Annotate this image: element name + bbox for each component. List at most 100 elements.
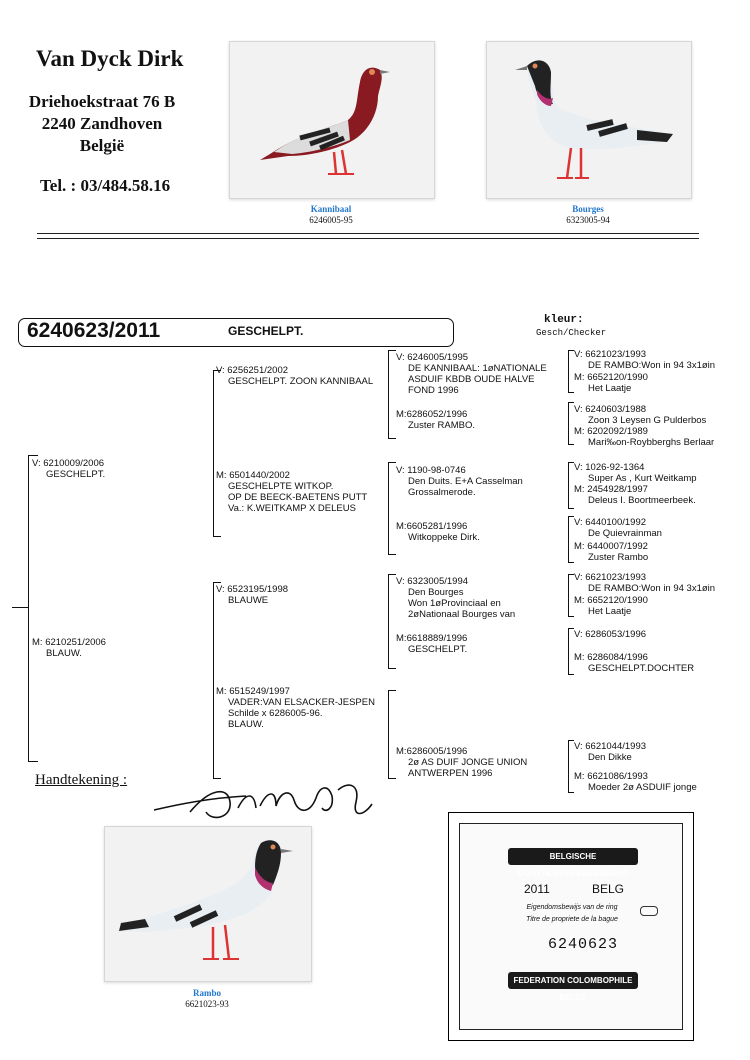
ownership-card: BELGISCHE DUIVENLIEFHEBBERSBOND 2011 BEL… (448, 812, 694, 1041)
grandparent-4: M: 6515249/1997 VADER:VAN ELSACKER-JESPE… (216, 686, 375, 730)
grandparent-2: M: 6501440/2002 GESCHELPTE WITKOP. OP DE… (216, 470, 367, 514)
entry-prefix: M: (574, 426, 585, 437)
entry-ring: 6210251/2006 (45, 637, 106, 648)
entry-ring: 6440007/1992 (587, 541, 648, 552)
entry-prefix: M: (396, 633, 407, 644)
bracket-line (213, 582, 214, 778)
bracket-line (568, 628, 574, 629)
photo-kannibaal-ring: 6246005-95 (309, 215, 353, 225)
entry-prefix: M: (574, 652, 585, 663)
divider-line (37, 238, 699, 239)
great-grandparent-6: M:6618889/1996 GESCHELPT. (396, 633, 467, 655)
bracket-line (568, 444, 574, 445)
entry-prefix: V: (216, 584, 225, 595)
entry-prefix: V: (574, 572, 583, 583)
entry-ring: 6621023/1993 (585, 349, 647, 360)
pigeon-image (260, 67, 390, 175)
entry-prefix: V: (396, 576, 405, 587)
bracket-line (213, 778, 221, 779)
photo-kannibaal (229, 41, 435, 199)
pigeon-ring-number: 6240623/2011 (27, 319, 161, 342)
entry-ring: 6256251/2002 (227, 365, 289, 376)
entry-line: OP DE BEECK-BAETENS PUTT (228, 492, 368, 503)
bracket-line (388, 554, 396, 555)
entry-line: 2ø AS DUIF JONGE UNION (408, 757, 528, 768)
entry-line: Super As , Kurt Weitkamp (588, 473, 697, 484)
entry-line: GESCHELPT.DOCHTER (588, 663, 695, 674)
owner-city: 2240 Zandhoven (41, 114, 163, 133)
kleur-value: Gesch/Checker (536, 328, 607, 338)
entry-ring: 6515249/1997 (229, 686, 290, 697)
photo-rambo-name: Rambo (192, 988, 221, 998)
entry-prefix: V: (396, 352, 405, 363)
card-banner-top: BELGISCHE DUIVENLIEFHEBBERSBOND (508, 848, 638, 878)
pigeon-color: GESCHELPT. (228, 324, 304, 338)
bracket-line (28, 455, 29, 761)
entry-line: DE KANNIBAAL: 1øNATIONALE (408, 363, 547, 374)
entry-ring: 6440100/1992 (585, 517, 647, 528)
entry-prefix: M: (574, 541, 585, 552)
entry-ring: 6621023/1993 (585, 572, 647, 583)
owner-street: Driehoekstraat 76 B (28, 92, 176, 111)
owner-name: Van Dyck Dirk (36, 46, 184, 71)
grandparent-3: V: 6523195/1998 BLAUWE (216, 584, 288, 606)
entry-line: Den Bourges (408, 587, 464, 598)
bracket-line (568, 462, 574, 463)
entry-prefix: V: (574, 349, 583, 360)
entry-prefix: V: (574, 629, 583, 640)
bracket-line (568, 574, 574, 575)
entry-prefix: M: (574, 484, 585, 495)
entry-line: Den Dikke (588, 752, 632, 763)
divider-line (37, 233, 699, 234)
bracket-line (568, 350, 574, 351)
bracket-line (568, 616, 574, 617)
entry-line: ANTWERPEN 1996 (408, 768, 493, 779)
entry-line: BLAUWE (228, 595, 269, 606)
bracket-line (568, 350, 569, 392)
bracket-line (568, 516, 569, 562)
entry-line: ASDUIF KBDB OUDE HALVE (408, 374, 535, 385)
bracket-line (568, 508, 574, 509)
pigeon-image (515, 60, 673, 179)
ring-icon (640, 906, 658, 916)
bracket-line (388, 668, 396, 669)
bracket-line (568, 562, 574, 563)
gen4-11: V: 6286053/1996 (574, 629, 646, 640)
bracket-line (388, 350, 396, 351)
entry-prefix: V: (574, 741, 583, 752)
photo-kannibaal-name: Kannibaal (310, 204, 352, 214)
bracket-line (568, 392, 574, 393)
entry-prefix: M: (396, 409, 407, 420)
entry-line: FOND 1996 (408, 385, 459, 396)
bracket-line (388, 574, 389, 668)
entry-ring: 6523195/1998 (227, 584, 289, 595)
entry-line: Zoon 3 Leysen G Pulderbos (588, 415, 707, 426)
bracket-line (388, 350, 389, 438)
card-country: BELG (592, 882, 625, 896)
entry-prefix: M: (574, 771, 585, 782)
bracket-line (568, 740, 569, 792)
great-grandparent-5: V: 6323005/1994 Den Bourges Won 1øProvin… (396, 576, 515, 620)
bracket-line (568, 402, 574, 403)
entry-ring: 6323005/1994 (407, 576, 469, 587)
great-grandparent-3: V: 1190-98-0746 Den Duits. E+A Casselman… (396, 465, 523, 498)
entry-prefix: V: (32, 458, 41, 469)
entry-line: DE RAMBO:Won in 94 3x1øin (588, 360, 716, 371)
entry-line: DE RAMBO:Won in 94 3x1øin (588, 583, 716, 594)
entry-prefix: M: (216, 686, 227, 697)
entry-ring: 6210009/2006 (43, 458, 105, 469)
entry-line: Witkoppeke Dirk. (408, 532, 480, 543)
entry-ring: 2454928/1997 (587, 484, 648, 495)
bracket-line (568, 674, 574, 675)
signature-label: Handtekening : (35, 772, 128, 788)
ring-number-box (18, 318, 454, 347)
card-line-1: Eigendomsbewijs van de ring (526, 904, 618, 911)
